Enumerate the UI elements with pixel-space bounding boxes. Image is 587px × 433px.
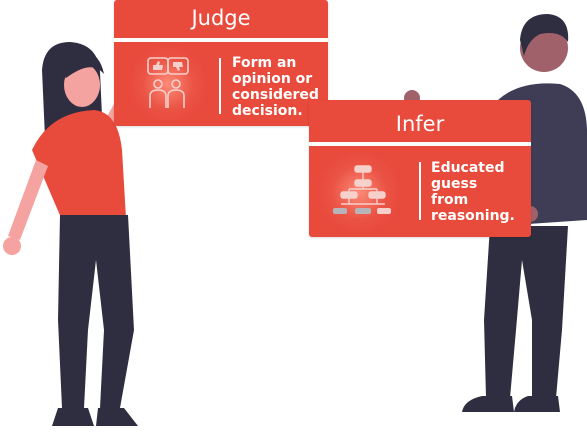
judge-card-divider [114,38,328,42]
flowchart-icon [333,165,391,214]
infer-card-divider [309,142,531,146]
infer-icon-glow [317,150,401,234]
judge-card-separator [219,58,221,114]
judge-icon-glow [128,44,208,124]
judge-card-title: Judge [191,6,251,30]
infer-card-separator [419,162,421,220]
infer-card-description: Educated guess from reasoning. [431,160,515,224]
judge-card: Judge Form an opinion or considered deci… [114,0,328,126]
thumbs-up-down-people-icon [147,57,189,108]
judge-card-description: Form an opinion or considered decision. [232,55,319,119]
infer-card-title: Infer [395,112,445,136]
woman-figure [3,20,176,426]
infer-card: Infer Educated guess from re [309,100,531,237]
